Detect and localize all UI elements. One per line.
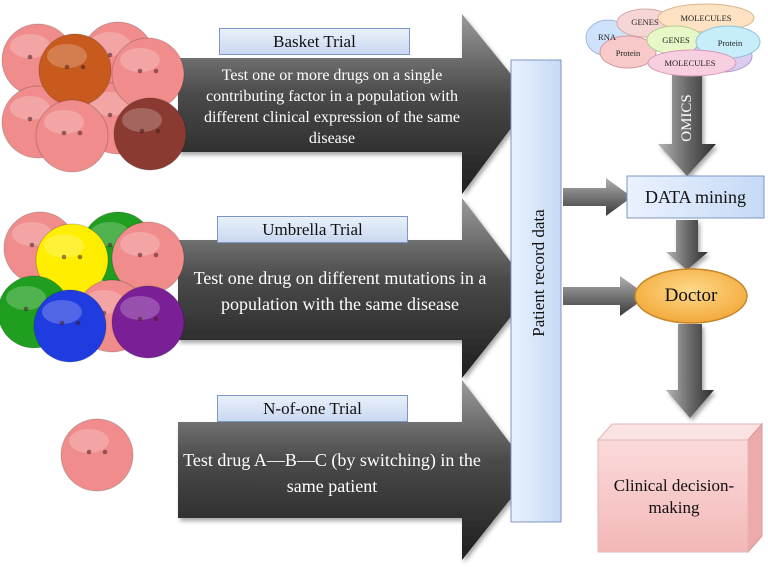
face-n-of-one <box>60 418 134 492</box>
patient-faces <box>0 21 187 492</box>
face-basket-6 <box>35 99 109 173</box>
doctor-ellipse <box>634 268 748 324</box>
decision-box <box>596 422 764 554</box>
patient-record-label: Patient record data <box>529 209 548 337</box>
bubble-text-genes-top: GENES <box>631 17 659 27</box>
face-umbrella-purple <box>111 285 185 359</box>
face-umbrella-2 <box>111 221 185 295</box>
patient-record-box <box>510 59 562 523</box>
bubble-text-genes-mid: GENES <box>662 35 690 45</box>
omics-label: OMICS <box>678 94 695 142</box>
doctor-label: Doctor <box>664 285 718 306</box>
data-mining-label: DATA mining <box>644 186 747 207</box>
bubble-text-protein-left: Protein <box>615 48 641 58</box>
bubble-molecules-bottom <box>647 49 737 77</box>
n-of-one-trial-label: N-of-one Trial <box>217 395 408 422</box>
bubble-text-molecules-bottom: MOLECULES <box>664 58 716 68</box>
bubble-text-rna: RNA <box>598 32 616 42</box>
record-to-doctor-arrow <box>563 276 648 316</box>
omics-bubbles <box>585 3 761 77</box>
n-of-one-trial-description: Test drug A—B—C (by switching) in the sa… <box>183 450 481 496</box>
basket-trial-description: Test one or more drugs on a single contr… <box>203 67 461 147</box>
data-mining-box <box>626 175 765 219</box>
basket-arrow <box>178 14 532 194</box>
bubble-text-molecules-top: MOLECULES <box>680 13 732 23</box>
n-of-one-arrow <box>178 380 532 560</box>
record-to-datamining-arrow <box>563 178 632 216</box>
bubble-text-protein-right: Protein <box>717 38 743 48</box>
omics-arrow <box>658 72 716 176</box>
decision-label: Clinical decision-making <box>613 476 735 517</box>
face-basket-orange <box>38 33 112 107</box>
umbrella-trial-description: Test one drug on different mutations in … <box>193 268 487 314</box>
face-umbrella-blue <box>33 289 107 363</box>
datamining-to-doctor-arrow <box>666 220 708 270</box>
umbrella-trial-label: Umbrella Trial <box>217 216 408 243</box>
doctor-to-decision-arrow <box>666 324 714 418</box>
bubble-protein-left <box>599 35 657 69</box>
face-basket-darkred <box>113 97 187 171</box>
face-basket-5 <box>111 37 185 111</box>
basket-trial-label: Basket Trial <box>219 28 410 55</box>
umbrella-arrow <box>178 198 532 378</box>
face-umbrella-yellow <box>35 223 109 297</box>
